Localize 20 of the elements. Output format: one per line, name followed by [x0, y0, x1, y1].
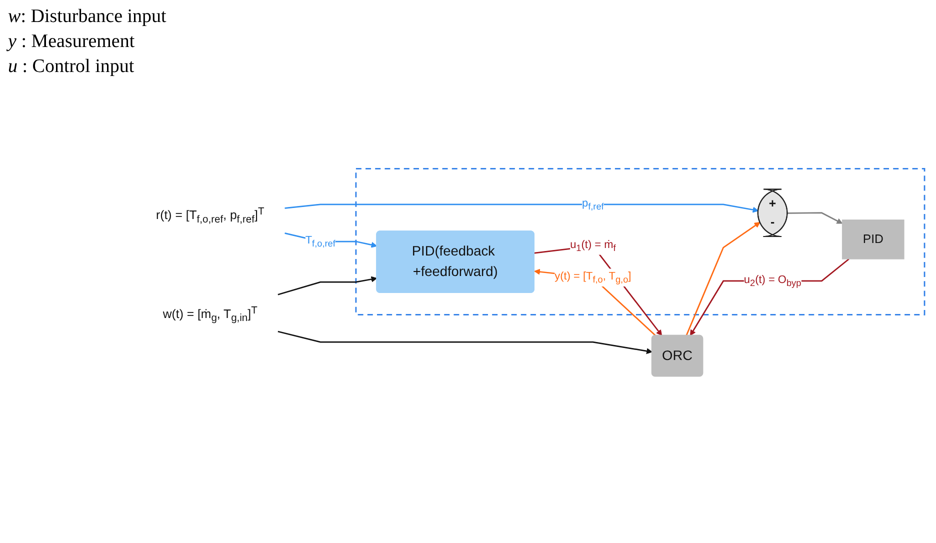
- edge-label: y(t) = [T$_{f,o}$, T$_{g,o}$]: [554, 270, 632, 285]
- cluster: [355, 168, 926, 316]
- node-text: w(t) = [ṁ$_{g}$, T$_{g,in}$]$^{T}$: [162, 304, 258, 324]
- arrow: [534, 268, 656, 336]
- arrow: [284, 204, 759, 213]
- node-text: r(t) = [T$_{f,o,ref}$, p$_{f,ref}$]$^{T}$: [156, 206, 264, 226]
- legend-note: y : Measurement: [8, 30, 136, 54]
- edge-label: u$_{1}$(t) = ṁ$_{f}$: [570, 239, 616, 253]
- legend-note: u : Control input: [8, 55, 136, 79]
- edge-label: p$_{f,ref}$: [582, 198, 604, 212]
- arrow: [788, 212, 843, 224]
- arrow: [278, 276, 378, 296]
- arrow: [686, 222, 760, 336]
- edge-label: T$_{f,o,ref}$: [305, 234, 336, 248]
- arrow: [278, 330, 652, 354]
- legend-note: w: Disturbance input: [8, 5, 166, 29]
- arrow: [534, 245, 662, 336]
- arrow: [690, 258, 850, 336]
- edge-label: u$_{2}$(t) = O$_{byp}$: [744, 274, 802, 288]
- node-box: PID: [842, 220, 904, 260]
